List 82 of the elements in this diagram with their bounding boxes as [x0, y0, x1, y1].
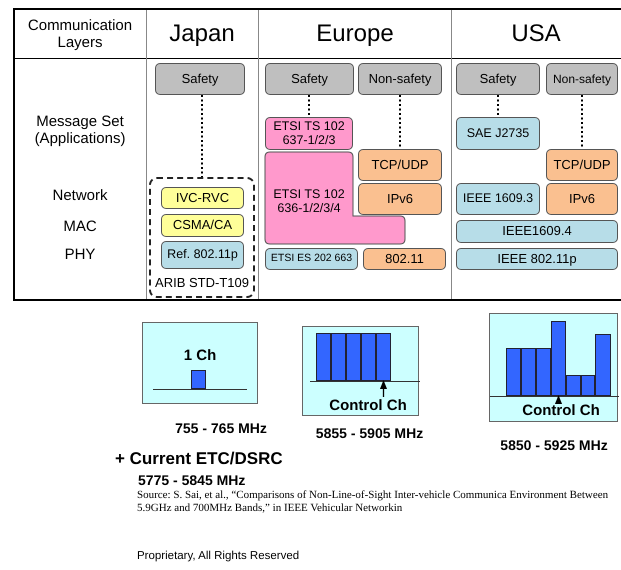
column-header: Japan — [168, 19, 236, 50]
standard-box — [456, 248, 618, 270]
box-label: SAE J2735 — [466, 126, 530, 140]
footer-text: Proprietary, All Rights Reserved — [137, 550, 300, 564]
category-box — [265, 63, 354, 95]
protocol-box — [546, 183, 618, 215]
box-label: 802.11 — [385, 252, 424, 266]
channel-bar — [521, 348, 536, 396]
channel-bar — [566, 375, 581, 396]
channel-bar — [551, 321, 566, 396]
box-label: ETSI TS 102 636-1/2/3/4 — [272, 188, 346, 216]
box-label: ARIB STD-T109 — [154, 275, 250, 290]
channel-bar — [346, 333, 361, 381]
row-label: PHY — [64, 245, 96, 266]
category-box — [456, 63, 540, 95]
channel-bar — [361, 333, 376, 381]
box-label: Non-safety — [552, 72, 612, 86]
column-header: Communication Layers — [26, 16, 134, 53]
channel-label: Control Ch — [319, 397, 417, 415]
frequency-label: 755 - 765 MHz — [174, 420, 268, 436]
box-label: ETSI ES 202 663 — [270, 253, 352, 265]
row-label: MAC — [62, 217, 98, 238]
row-label: Message Set (Applications) — [34, 112, 126, 149]
category-box — [155, 63, 245, 95]
box-label: IEEE 1609.3 — [462, 192, 534, 206]
connector-line — [399, 95, 401, 149]
box-label: 1 Ch — [182, 347, 218, 364]
channel-bar — [191, 370, 206, 389]
standard-box — [265, 117, 353, 150]
column-header: Europe — [315, 19, 395, 50]
spectrum-panel — [489, 313, 618, 422]
spectrum-panel — [302, 326, 419, 416]
arrow — [554, 395, 562, 404]
frequency-label: 5850 - 5925 MHz — [499, 437, 609, 453]
standard-box — [456, 220, 618, 243]
box-label: IPv6 — [386, 192, 413, 206]
box-label: TCP/UDP — [553, 158, 611, 172]
spectrum-panel — [142, 322, 258, 404]
category-box — [358, 63, 442, 95]
box-label: ETSI TS 102 637-1/2/3 — [272, 120, 346, 147]
box-label: CSMA/CA — [172, 218, 232, 233]
channel-bar — [331, 333, 346, 381]
connector-line — [581, 95, 583, 149]
source-citation: Source: S. Sai, et al., “Comparisons of Non-Line-of-Sight Inter-vehicle Communica Environment Between 5.9GHz and 700MHz Bands,” in IEEE Vehicular Networkin — [137, 489, 610, 514]
standard-box — [161, 241, 244, 269]
row-label: Network — [51, 186, 108, 206]
channel-bar — [316, 333, 331, 381]
box-label: Safety — [291, 72, 328, 86]
connector-line — [201, 95, 203, 177]
dashed-group-box — [149, 177, 255, 298]
box-label: Safety — [480, 72, 516, 86]
box-label: IEEE 802.11p — [497, 252, 577, 266]
connector-line — [308, 95, 310, 117]
standard-box — [456, 183, 540, 215]
channel-bar — [581, 375, 595, 396]
box-label: Non-safety — [368, 72, 432, 86]
box-label: Ref. 802.11p — [167, 248, 238, 262]
connector-line — [497, 95, 499, 117]
box-label: TCP/UDP — [371, 158, 429, 172]
protocol-box — [161, 214, 244, 237]
column-header: USA — [510, 19, 562, 50]
channel-bar — [376, 333, 391, 381]
channel-bar — [536, 348, 551, 396]
box-label: Safety — [182, 72, 218, 86]
protocol-box — [358, 149, 442, 181]
category-box — [546, 63, 618, 95]
frequency-label: 5775 - 5845 MHz — [138, 472, 246, 488]
box-label: IPv6 — [568, 192, 595, 206]
frequency-label: 5855 - 5905 MHz — [314, 425, 424, 441]
channel-label: Control Ch — [507, 402, 615, 420]
arrow — [380, 380, 388, 397]
protocol-box — [546, 149, 618, 181]
box-label: IVC-RVC — [176, 190, 230, 206]
standard-box — [265, 248, 358, 270]
standard-box — [456, 117, 540, 150]
channel-bar — [506, 348, 521, 396]
protocol-box — [358, 183, 442, 215]
note-text: + Current ETC/DSRC — [115, 449, 284, 469]
protocol-box — [161, 187, 244, 209]
channel-bar — [595, 334, 611, 396]
protocol-box — [363, 248, 446, 270]
box-label: IEEE1609.4 — [502, 224, 572, 239]
